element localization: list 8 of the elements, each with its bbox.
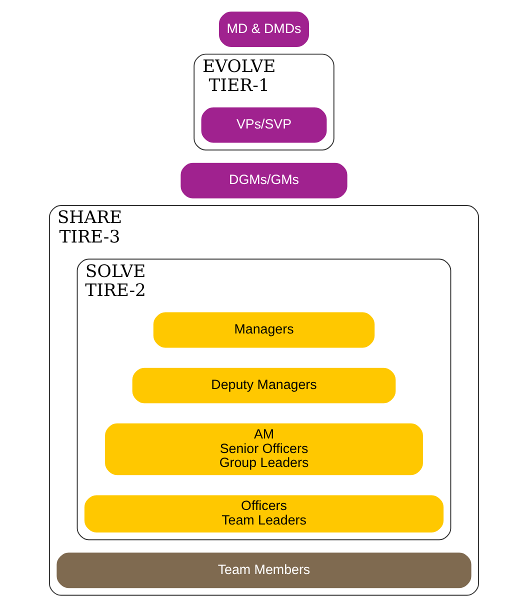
node-box: Deputy Managers xyxy=(132,368,396,404)
node-box: Team Members xyxy=(56,552,471,588)
node-box: Managers xyxy=(152,312,374,348)
node-box: VPs/SVP xyxy=(200,107,326,143)
node-box: DGMs/GMs xyxy=(180,162,347,198)
node-box: Officers Team Leaders xyxy=(84,495,444,533)
node-box: MD & DMDs xyxy=(218,12,308,48)
node-box: AM Senior Officers Group Leaders xyxy=(104,423,422,476)
